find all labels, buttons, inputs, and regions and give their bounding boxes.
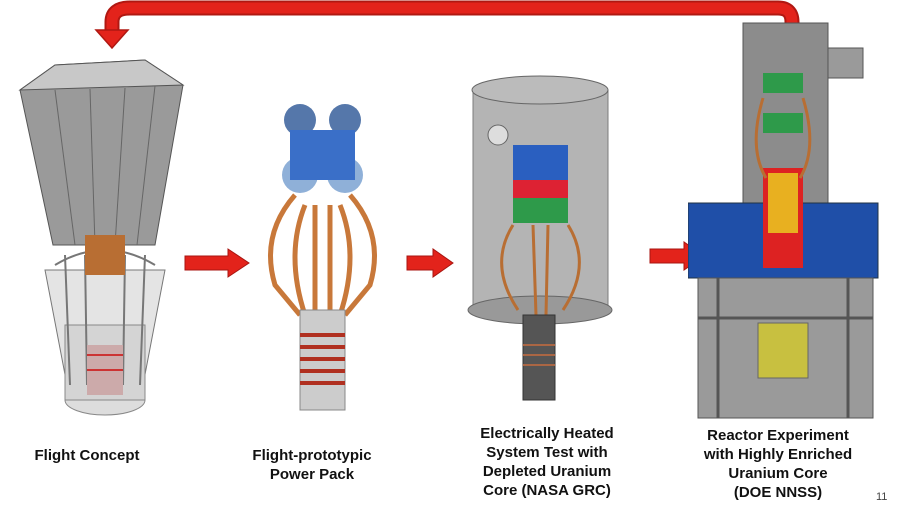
caption-line: Power Pack: [269, 466, 355, 483]
arrow-right-2: [406, 248, 454, 278]
arrow-right-1: [184, 248, 250, 278]
caption-flight-concept: Flight Concept: [12, 446, 162, 465]
caption-line: Reactor Experiment: [707, 427, 849, 444]
caption-line: System Test with: [486, 444, 608, 461]
caption-heated-system-test: Electrically Heated System Test with Dep…: [462, 424, 632, 500]
caption-line: Core (NASA GRC): [483, 482, 611, 499]
caption-line: Depleted Uranium: [482, 463, 612, 480]
return-arrow: [94, 0, 800, 52]
reactor-experiment-image: [688, 22, 879, 419]
caption-line: (DOE NNSS): [733, 484, 823, 501]
page-number: 11: [876, 491, 888, 503]
caption-line: Uranium Core: [728, 465, 828, 482]
caption-line: Flight Concept: [34, 447, 140, 464]
caption-line: Flight-prototypic: [252, 447, 372, 464]
caption-line: with Highly Enriched: [703, 446, 853, 463]
caption-line: Electrically Heated: [480, 425, 614, 442]
heated-system-test-image: [467, 75, 613, 401]
flight-concept-image: [18, 59, 185, 416]
caption-power-pack: Flight-prototypic Power Pack: [232, 446, 392, 484]
caption-reactor-experiment: Reactor Experiment with Highly Enriched …: [683, 426, 873, 502]
power-pack-image: [268, 104, 377, 411]
